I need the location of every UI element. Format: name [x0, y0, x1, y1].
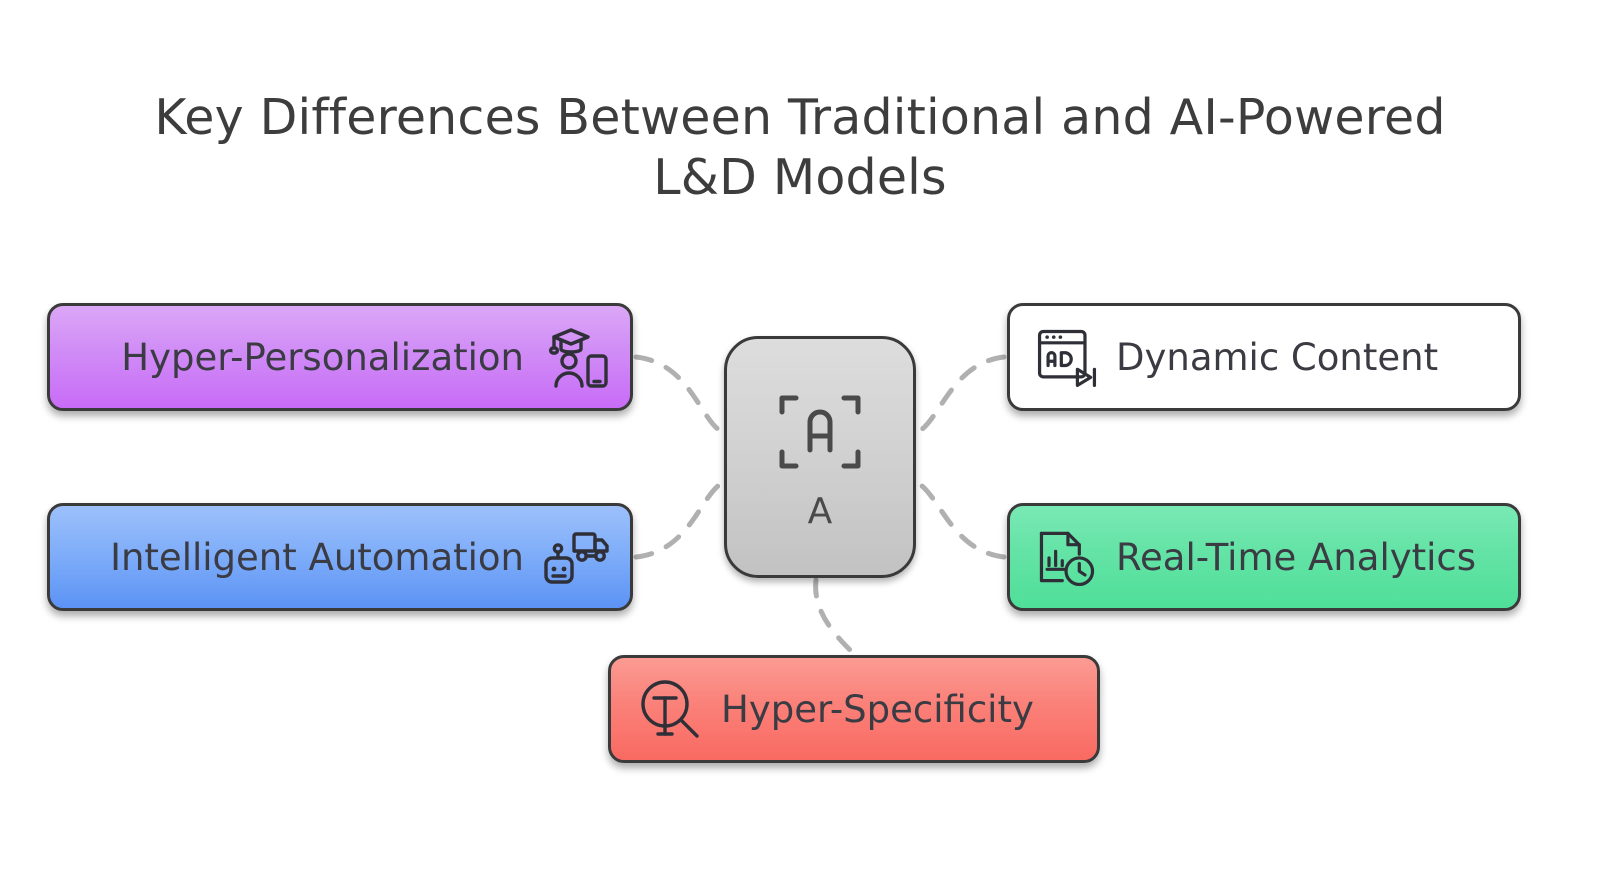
connector-center-to-real-time-analytics [915, 480, 1007, 560]
robot-delivery-truck-icon [544, 532, 609, 584]
node-dynamic-content[interactable]: Dynamic Content [1007, 303, 1521, 411]
connector-center-to-hyper-specificity [813, 577, 859, 659]
connector-center-to-dynamic-content [915, 354, 1007, 435]
text-magnifier-icon [641, 680, 699, 738]
node-label: Hyper-Personalization [121, 335, 524, 379]
node-label: Real-Time Analytics [1116, 535, 1477, 579]
center-node[interactable]: A [724, 336, 916, 578]
connector-center-to-hyper-personalization [633, 354, 725, 435]
node-hyper-personalization[interactable]: Hyper-Personalization [47, 303, 633, 411]
node-label: Hyper-Specificity [721, 687, 1034, 731]
report-chart-clock-icon [1039, 531, 1095, 587]
node-label: Dynamic Content [1116, 335, 1439, 379]
node-intelligent-automation[interactable]: Intelligent Automation [47, 503, 633, 611]
node-label: Intelligent Automation [110, 535, 524, 579]
connector-center-to-intelligent-automation [633, 480, 725, 560]
node-hyper-specificity[interactable]: Hyper-Specificity [608, 655, 1100, 763]
scan-text-icon [779, 395, 861, 469]
ad-browser-play-icon [1037, 329, 1097, 387]
graduate-mobile-learner-icon [549, 328, 608, 388]
page-title: Key Differences Between Traditional and … [154, 89, 1446, 206]
center-node-letter: A [807, 491, 833, 532]
node-real-time-analytics[interactable]: Real-Time Analytics [1007, 503, 1521, 611]
